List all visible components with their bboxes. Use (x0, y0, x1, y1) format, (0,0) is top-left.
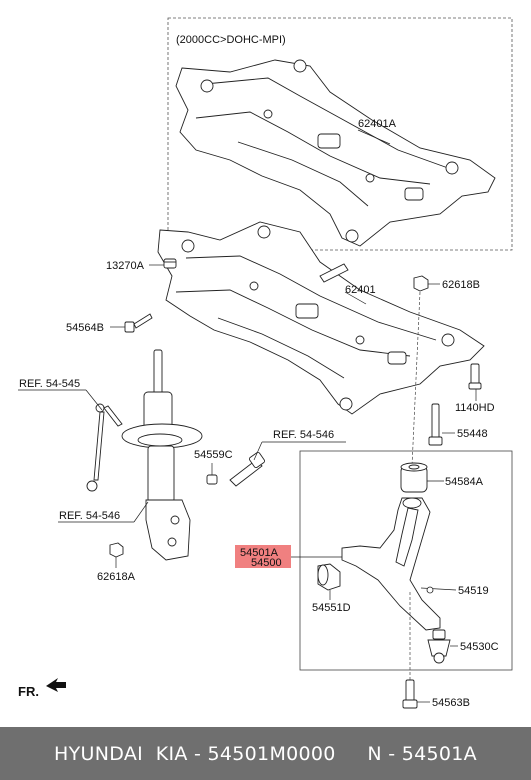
strut-bolt-drawing (229, 451, 266, 487)
label-62401A: 62401A (358, 118, 397, 130)
front-arrow-icon (46, 678, 66, 692)
label-54563B: 54563B (432, 697, 470, 709)
label-54564B: 54564B (66, 322, 104, 334)
control-arm-frame (299, 450, 513, 671)
label-1140HD: 1140HD (455, 402, 495, 414)
bolt-55448-drawing (428, 403, 443, 446)
part-number-footer: HYUNDAI KIA - 54501M0000 N - 54501A (0, 727, 531, 780)
label-54584A: 54584A (445, 476, 484, 488)
label-ref-54-545: REF. 54-545 (19, 378, 80, 390)
label-54501A: 54501A (240, 547, 279, 559)
subframe-drawing (157, 221, 485, 415)
label-54519: 54519 (458, 585, 489, 597)
label-54559C: 54559C (194, 449, 233, 461)
label-13270A: 13270A (106, 260, 145, 272)
label-54551D: 54551D (312, 602, 351, 614)
bushing-54584A-drawing (400, 462, 428, 493)
bushing-54551D-drawing (317, 563, 341, 591)
front-marker-label: FR. (18, 684, 39, 699)
bolt-54563B-drawing (402, 679, 418, 709)
nut-54559C-drawing (206, 474, 218, 485)
label-ref-54-546-bolt: REF. 54-546 (273, 429, 334, 441)
label-62401: 62401 (345, 284, 376, 296)
bolt-54564B-drawing (124, 313, 153, 333)
clip-54519-drawing (426, 586, 434, 594)
alt-subframe-drawing (175, 59, 496, 247)
nut-62618B-drawing (413, 275, 429, 292)
stabilizer-link-drawing (86, 403, 123, 492)
bolt-1140HD-drawing (468, 363, 482, 390)
label-62618B: 62618B (442, 279, 480, 291)
engine-note: (2000CC>DOHC-MPI) (176, 34, 286, 46)
diagram-drawing: (2000CC>DOHC-MPI) 62401A 62401 13270A (18, 17, 513, 709)
assembly-line-62618B (411, 291, 421, 467)
alt-subframe-frame (167, 17, 513, 251)
control-arm-drawing (341, 497, 441, 631)
strut-drawing (121, 349, 203, 561)
label-54530C: 54530C (460, 641, 499, 653)
ball-joint-54530C-drawing (427, 629, 451, 664)
nut-62618A-drawing (109, 542, 124, 558)
bolt-13270A-drawing (163, 258, 177, 269)
label-62618A: 62618A (97, 571, 136, 583)
label-54500: 54500 (251, 557, 282, 569)
label-55448: 55448 (457, 428, 488, 440)
label-54501A-highlight (235, 545, 291, 568)
label-ref-54-546-strut: REF. 54-546 (59, 510, 120, 522)
